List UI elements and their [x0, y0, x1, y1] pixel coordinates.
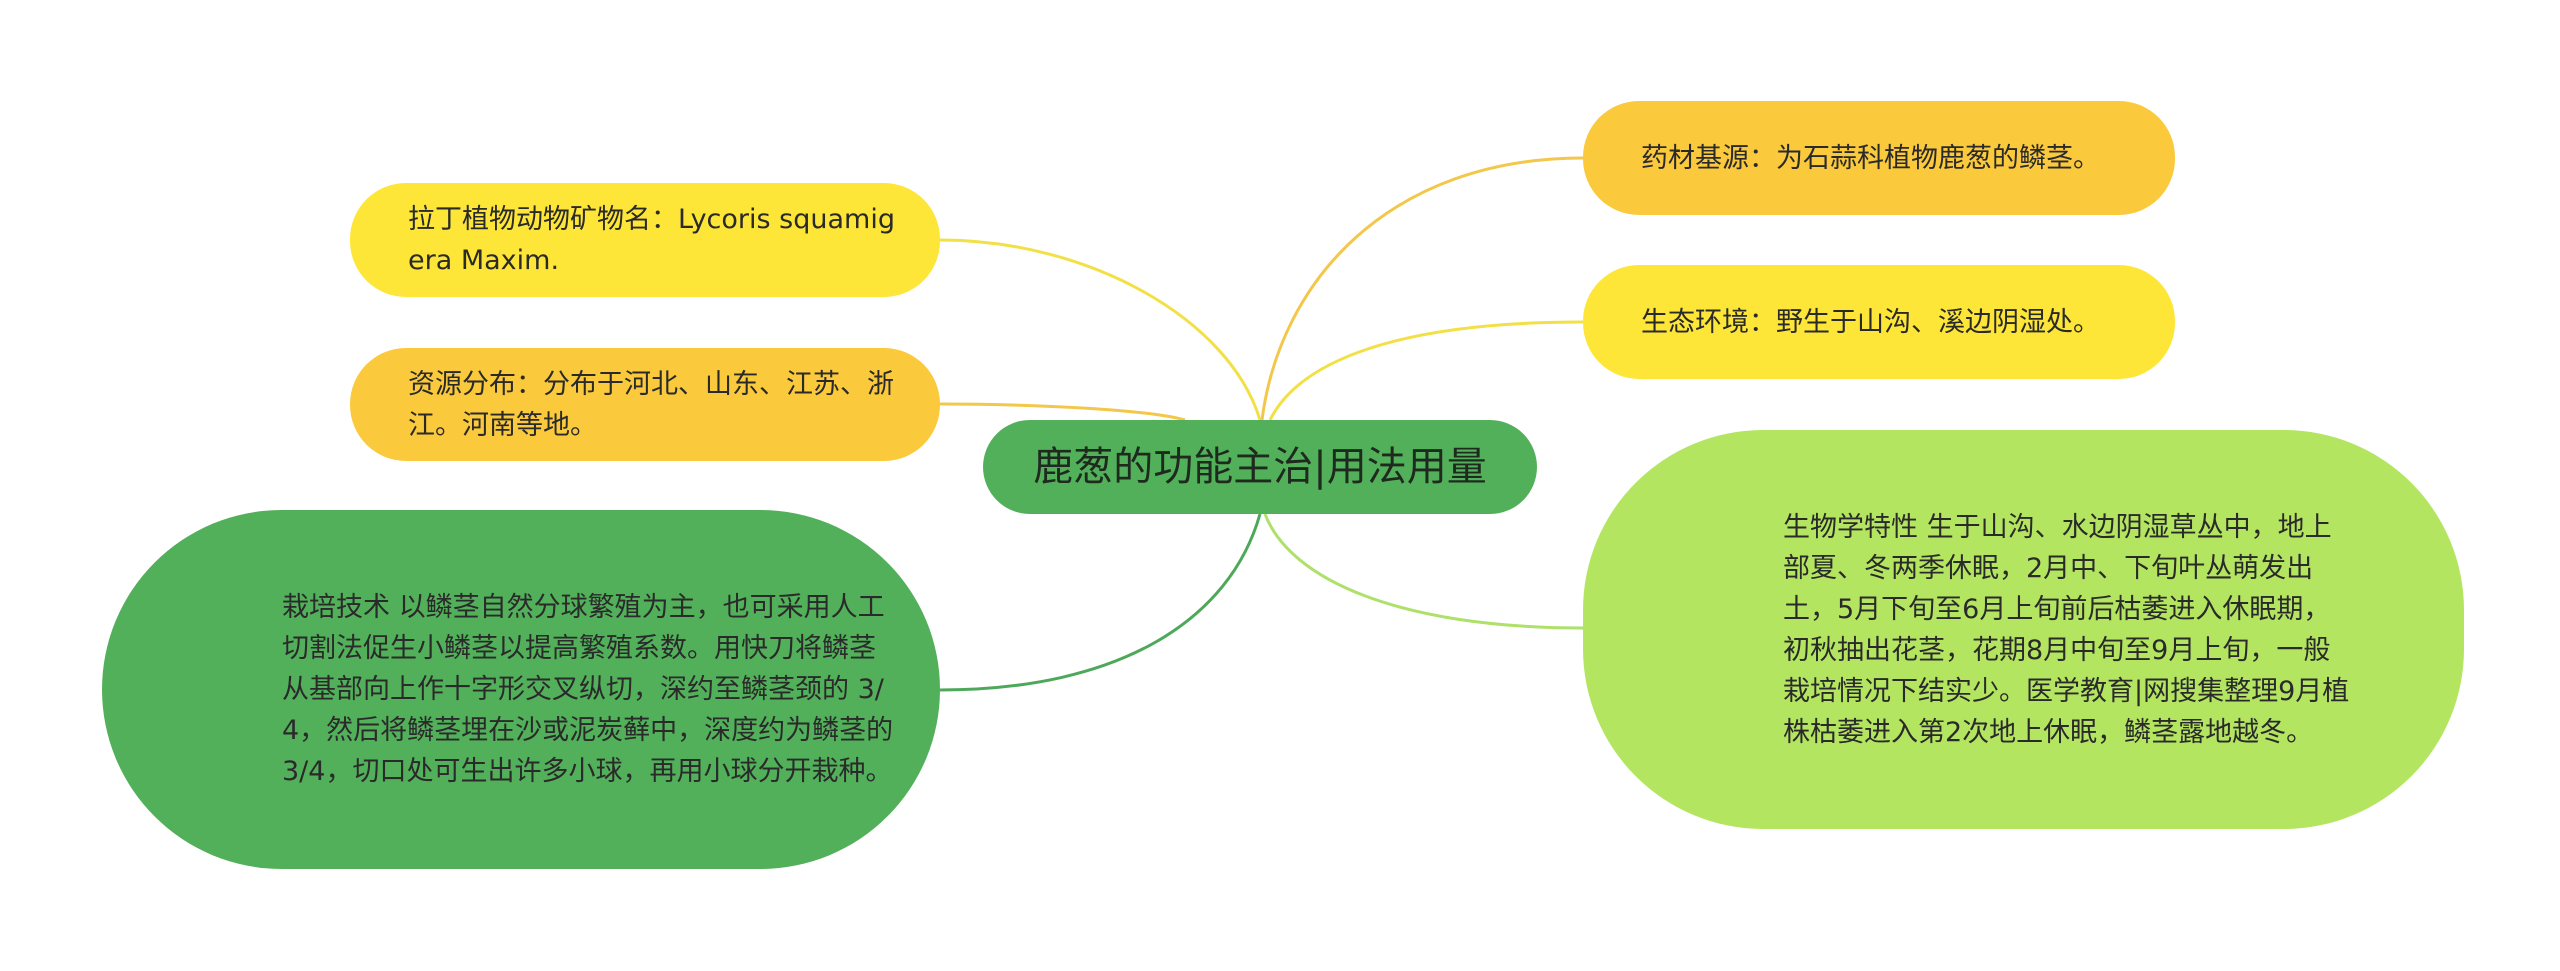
- connector-source: [1260, 156, 1584, 421]
- topic-cultivation-text: 栽培技术 以鳞茎自然分球繁殖为主，也可采用人工切割法促生小鳞茎以提高繁殖系数。用…: [282, 592, 894, 787]
- topic-ecology-text: 生态环境：野生于山沟、溪边阴湿处。: [1641, 306, 2100, 338]
- topic-latin-name[interactable]: 拉丁植物动物矿物名：Lycoris squamigera Maxim.: [350, 183, 940, 297]
- topic-source-text: 药材基源：为石蒜科植物鹿葱的鳞茎。: [1641, 142, 2100, 174]
- connector-latin: [939, 238, 1262, 421]
- topic-latin-name-text: 拉丁植物动物矿物名：Lycoris squamigera Maxim.: [408, 204, 895, 276]
- topic-cultivation[interactable]: 栽培技术 以鳞茎自然分球繁殖为主，也可采用人工切割法促生小鳞茎以提高繁殖系数。用…: [102, 510, 940, 869]
- connector-distribution: [939, 402, 1186, 422]
- topic-source[interactable]: 药材基源：为石蒜科植物鹿葱的鳞茎。: [1583, 101, 2175, 215]
- topic-distribution[interactable]: 资源分布：分布于河北、山东、江苏、浙江。河南等地。: [350, 348, 940, 461]
- connector-biology: [1263, 513, 1584, 630]
- connector-ecology: [1268, 320, 1584, 421]
- topic-biology[interactable]: 生物学特性 生于山沟、水边阴湿草丛中，地上部夏、冬两季休眠，2月中、下旬叶丛萌发…: [1583, 430, 2464, 829]
- central-topic-title: 鹿葱的功能主治|用法用量: [1033, 444, 1487, 490]
- topic-ecology[interactable]: 生态环境：野生于山沟、溪边阴湿处。: [1583, 265, 2175, 379]
- central-topic[interactable]: 鹿葱的功能主治|用法用量: [983, 420, 1537, 514]
- topic-distribution-text: 资源分布：分布于河北、山东、江苏、浙江。河南等地。: [408, 368, 894, 441]
- topic-biology-text: 生物学特性 生于山沟、水边阴湿草丛中，地上部夏、冬两季休眠，2月中、下旬叶丛萌发…: [1783, 511, 2350, 748]
- connector-cultivation: [939, 513, 1262, 692]
